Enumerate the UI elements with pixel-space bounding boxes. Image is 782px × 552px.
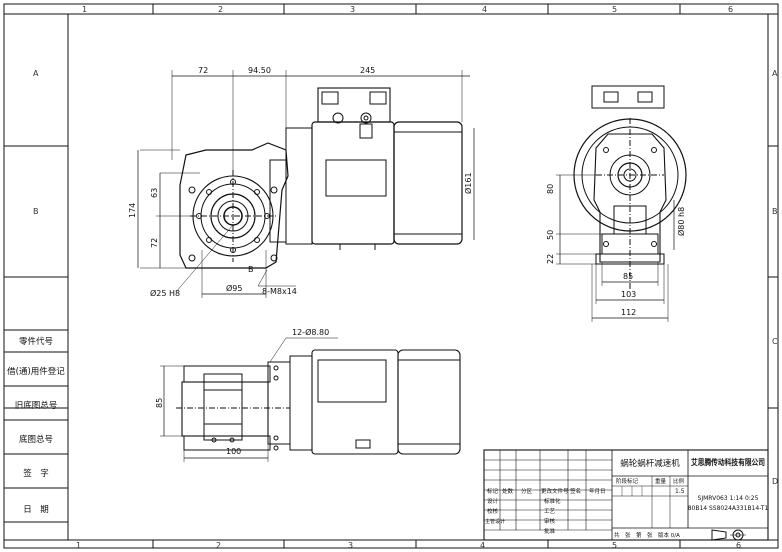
dim-103: 103	[621, 290, 636, 299]
zone-bottom-5: 5	[612, 541, 617, 550]
sheet-info: 共 张 第 张 版本 0/A	[614, 531, 680, 539]
scale-header: 比例	[673, 477, 685, 485]
dim-8-m8x14: 8-M8x14	[262, 287, 297, 296]
zone-bottom-3: 3	[348, 541, 353, 550]
zone-top-2: 2	[218, 5, 223, 14]
role-check: 校核	[487, 507, 499, 515]
zone-bottom-1: 1	[76, 541, 81, 550]
dim-85-side: 85	[623, 272, 633, 281]
zone-left-b: B	[33, 207, 39, 216]
rev-header-sign: 签名	[570, 487, 581, 495]
dim-72-left: 72	[150, 238, 159, 248]
section-label-b: B	[248, 265, 254, 274]
side-table-old-drawing: 旧底图总号	[15, 400, 58, 411]
dim-63: 63	[150, 188, 159, 198]
role-design: 设计	[487, 497, 499, 505]
side-table-borrowed: 借(通)用件登记	[7, 366, 65, 377]
zone-left-a: A	[33, 69, 39, 78]
front-dimensions	[137, 70, 475, 298]
role-standard: 标准化	[544, 497, 561, 505]
outer-frame	[3, 3, 779, 549]
rev-header-zone: 分区	[521, 487, 533, 495]
dim-112: 112	[621, 308, 636, 317]
zone-top-3: 3	[350, 5, 355, 14]
side-table-date: 日 期	[23, 505, 49, 515]
bottom-dimensions	[160, 337, 338, 462]
rev-header-doc: 更改文件号	[541, 487, 569, 495]
dim-94-50: 94.50	[248, 66, 271, 75]
role-process: 工艺	[544, 508, 556, 515]
rev-header-mark: 标记	[487, 487, 499, 495]
dim-dia-80-h8: Ø80 h8	[676, 207, 686, 236]
dim-12-dia-8-80: 12-Ø8.80	[292, 327, 329, 337]
zone-ticks	[4, 4, 778, 548]
side-table-signature: 签 字	[23, 468, 49, 479]
dim-174: 174	[128, 203, 137, 218]
dim-80: 80	[546, 184, 555, 194]
zone-top-5: 5	[612, 5, 617, 14]
company-name: 艾思腾传动科技有限公司	[691, 457, 765, 467]
role-chief: 主管设计	[485, 518, 505, 525]
zone-right-b: B	[772, 207, 778, 216]
role-approve: 批准	[544, 527, 556, 535]
drawing-code-2: 80B14 SS8024A331B14-T1	[688, 505, 769, 512]
rev-header-count: 处数	[502, 487, 514, 495]
dim-245: 245	[360, 66, 375, 75]
zone-top-4: 4	[482, 5, 487, 14]
zone-bottom-4: 4	[480, 541, 485, 550]
scale-value: 1.5	[675, 488, 685, 495]
zone-top-1: 1	[82, 5, 87, 14]
dim-dia-95: Ø95	[226, 283, 242, 293]
role-review: 审核	[544, 517, 556, 525]
dim-100: 100	[226, 447, 241, 456]
zone-top-6: 6	[728, 5, 733, 14]
dim-22: 22	[546, 254, 555, 264]
zone-right-d: D	[772, 477, 778, 486]
side-view	[573, 85, 687, 290]
bottom-view	[176, 349, 461, 455]
dim-72-top: 72	[198, 66, 208, 75]
stage-header: 阶段标记	[616, 477, 639, 485]
dim-50: 50	[546, 230, 555, 240]
dim-dia-25-h8: Ø25 H8	[150, 288, 180, 298]
dim-dia-161: Ø161	[463, 172, 473, 194]
side-table-part-code: 零件代号	[19, 336, 53, 347]
product-name: 蜗轮蜗杆减速机	[620, 458, 680, 469]
front-view	[179, 87, 463, 269]
first-angle-projection-icon	[711, 529, 746, 541]
zone-right-a: A	[772, 69, 778, 78]
rev-header-date: 年月日	[589, 487, 606, 495]
side-table-drawing-no: 底图总号	[19, 434, 53, 445]
side-dimensions	[556, 174, 675, 322]
zone-bottom-6: 6	[736, 541, 741, 550]
weight-header: 重量	[655, 477, 667, 485]
side-table	[3, 329, 69, 541]
title-block-grid	[483, 449, 769, 541]
zone-right-c: C	[772, 337, 778, 346]
dim-85-bottom: 85	[155, 398, 164, 408]
drawing-code-1: SJMRV063 1:14 0:25	[698, 495, 759, 502]
zone-bottom-2: 2	[216, 541, 221, 550]
